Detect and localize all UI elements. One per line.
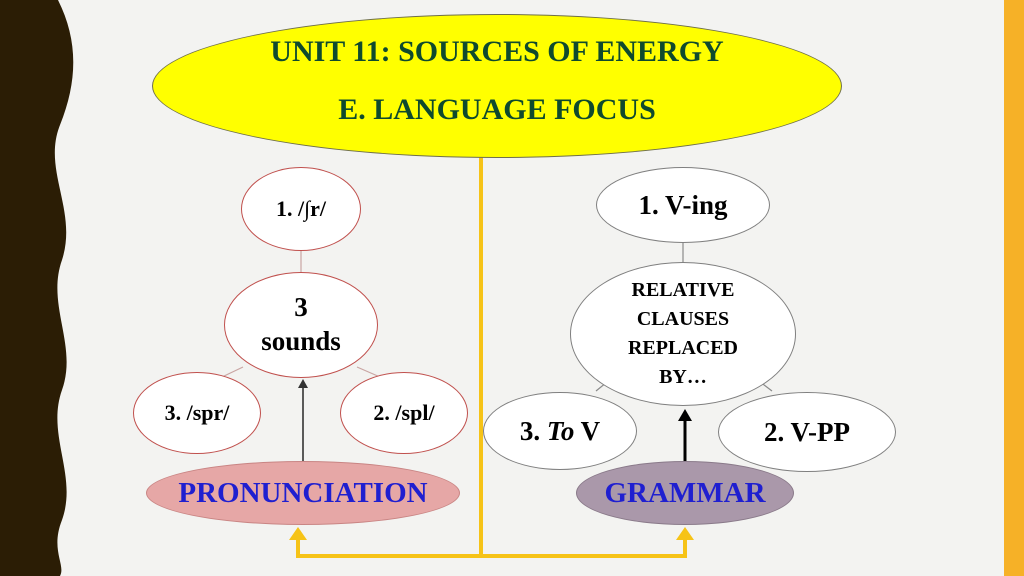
center-line-2: CLAUSES [636,308,730,330]
sound-item-2: 2. /spl/ [340,372,468,454]
right-accent-bar [1004,0,1024,576]
grammar-item-1: 1. V-ing [596,167,770,243]
arrow-to-grammar [676,527,694,540]
sound-item-3: 3. /spr/ [133,372,261,454]
pronunciation-oval: PRONUNCIATION [146,461,460,525]
relative-clauses-node: RELATIVE CLAUSES REPLACED BY… [570,262,796,406]
item3-number: 3. [519,415,547,446]
sounds-center-node: 3 sounds [224,272,378,378]
center-line-1: RELATIVE [631,279,735,301]
wavy-left-border [0,0,74,576]
base-connector [296,540,687,558]
grammar-item-3: 3. To V [483,392,637,470]
arrow-to-pronunciation [289,527,307,540]
grammar-item-2: 2. V-PP [718,392,896,472]
center-line-3: REPLACED [627,337,738,359]
title-ellipse: UNIT 11: SOURCES OF ENERGY E. LANGUAGE F… [152,14,842,158]
sounds-count: 3 [294,292,308,323]
sounds-label: sounds [261,326,341,356]
sound-item-1: 1. /∫r/ [241,167,361,251]
item3-rest: V [574,415,601,446]
center-line-4: BY… [659,366,707,388]
grammar-oval: GRAMMAR [576,461,794,525]
item3-italic: To [546,415,575,446]
grammar-label: GRAMMAR [604,476,766,509]
unit-title: UNIT 11: SOURCES OF ENERGY [270,35,724,68]
section-title: E. LANGUAGE FOCUS [338,93,656,126]
pronunciation-label: PRONUNCIATION [178,476,428,509]
